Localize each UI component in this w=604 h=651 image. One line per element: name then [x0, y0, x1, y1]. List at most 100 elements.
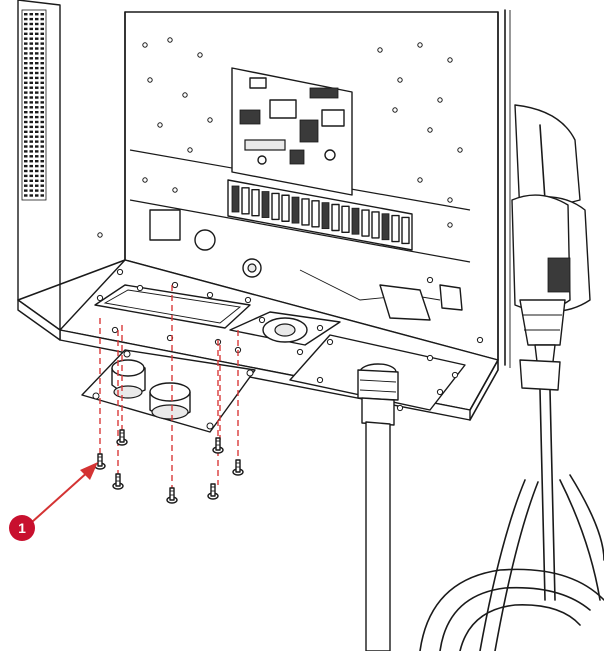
vent-slot: [35, 76, 39, 80]
vent-slot: [29, 155, 33, 158]
terminal-block: [251, 188, 260, 217]
screw-shank: [215, 437, 221, 451]
vent-slot: [40, 125, 44, 129]
vent-slot: [40, 135, 44, 138]
vent-slot: [24, 17, 28, 21]
callout-1-label: 1: [18, 520, 26, 536]
plate-hole: [426, 354, 434, 362]
mounting-hole: [207, 117, 213, 123]
vent-slot: [40, 130, 44, 133]
terminal-block: [381, 213, 390, 241]
vent-slot: [24, 164, 28, 168]
terminal-block: [271, 192, 280, 221]
callout-arrow: [31, 469, 91, 523]
control-circuit-board: [231, 67, 353, 196]
plate-hole: [116, 268, 124, 276]
lower-components: [149, 209, 463, 321]
mounting-hole: [97, 232, 103, 238]
vent-slot: [40, 101, 44, 104]
vent-slot: [35, 62, 39, 65]
vent-slot: [29, 135, 33, 138]
connector-cable-loop: [419, 389, 604, 651]
vent-slot: [29, 115, 33, 119]
terminal-block: [371, 211, 380, 239]
vent-slot: [40, 184, 44, 187]
screw-shank: [97, 453, 103, 467]
vent-slot: [24, 111, 28, 114]
socket-plate: [229, 311, 341, 346]
mounting-hole: [417, 42, 423, 48]
vent-slot: [29, 62, 33, 65]
vent-slot: [29, 42, 33, 45]
vent-slot: [40, 86, 44, 89]
vent-slot: [24, 76, 28, 80]
vent-slot: [40, 81, 44, 84]
vent-slot: [29, 130, 33, 133]
vent-slot: [29, 96, 33, 99]
vent-slot: [24, 47, 28, 50]
vent-slot: [29, 125, 33, 129]
vent-slot: [40, 169, 44, 173]
vent-slot: [35, 52, 39, 55]
vent-slot: [29, 145, 33, 148]
plate-hole: [396, 404, 404, 412]
vent-slot: [35, 111, 39, 114]
terminal-block: [341, 205, 350, 234]
vent-slot: [40, 62, 44, 65]
plate-hole: [136, 284, 144, 292]
vent-slot: [35, 91, 39, 94]
plate-holes: [96, 268, 484, 412]
vent-slot: [40, 37, 44, 40]
vent-slot: [35, 194, 39, 197]
screw-shank: [115, 473, 121, 487]
vent-slot: [40, 22, 44, 26]
terminal-block: [351, 207, 360, 235]
vent-slot: [35, 120, 39, 124]
vent-slot: [40, 57, 44, 60]
vent-slot: [29, 101, 33, 104]
vent-slot: [24, 115, 28, 119]
vent-slot: [35, 37, 39, 40]
mounting-hole: [142, 177, 148, 183]
mounting-hole: [172, 187, 178, 193]
vent-slot: [40, 164, 44, 168]
callout-1: 1: [9, 462, 98, 541]
vent-slot: [29, 27, 33, 31]
vent-slot: [24, 91, 28, 94]
vent-slot: [24, 130, 28, 133]
vent-slot: [35, 101, 39, 104]
mounting-hole: [427, 127, 433, 133]
vent-slot: [24, 71, 28, 75]
terminal-block: [231, 185, 240, 213]
vent-slot: [35, 47, 39, 50]
arrow-head-icon: [80, 462, 98, 480]
vent-slot: [24, 135, 28, 138]
plate-hole: [96, 294, 104, 302]
mounting-hole: [392, 107, 398, 113]
vent-slot: [35, 22, 39, 26]
plate-hole: [206, 291, 214, 299]
vent-slot: [24, 42, 28, 45]
mounting-hole: [437, 97, 443, 103]
plate-hole: [258, 316, 266, 324]
vent-slot: [40, 71, 44, 75]
vent-slot: [35, 140, 39, 143]
vent-slot: [29, 66, 33, 70]
vent-slot: [40, 189, 44, 192]
vent-slot: [40, 150, 44, 153]
vent-slot: [29, 86, 33, 89]
screw: [116, 429, 128, 446]
vent-slot: [24, 62, 28, 65]
plate-hole: [111, 326, 119, 334]
vent-slot: [29, 47, 33, 50]
mounting-hole: [182, 92, 188, 98]
cable-gland: [111, 359, 191, 420]
terminal-block: [261, 191, 270, 218]
vent-slot: [35, 57, 39, 60]
mounting-holes: [97, 37, 463, 238]
vent-slot: [24, 27, 28, 31]
vent-slot: [29, 81, 33, 84]
vent-slot: [40, 27, 44, 31]
terminal-block: [361, 209, 370, 237]
vent-slot: [35, 145, 39, 148]
